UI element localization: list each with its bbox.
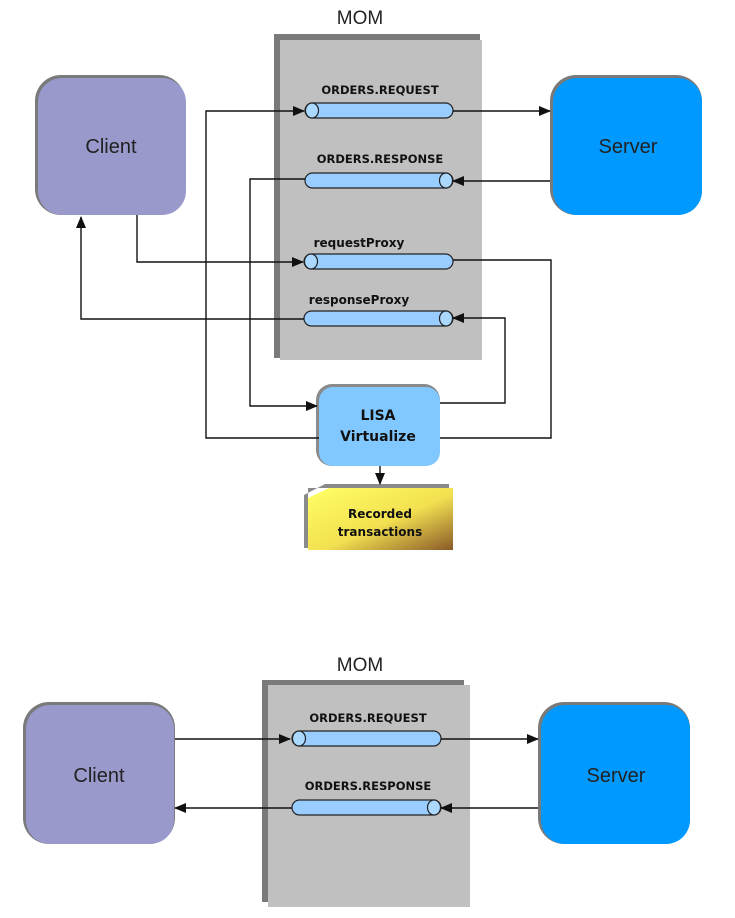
- recorded-label-line1: Recorded: [348, 507, 412, 521]
- queue-label: requestProxy: [314, 236, 405, 250]
- queue-label: ORDERS.REQUEST: [321, 83, 439, 97]
- server-box[interactable]: Server: [538, 702, 690, 844]
- wire-lisa-to-orders-request: [205, 106, 319, 439]
- wire-response-proxy-to-client: [76, 216, 304, 320]
- lisa-label-line2: Virtualize: [340, 429, 416, 445]
- wire-client-to-request-proxy: [136, 215, 304, 267]
- client-label: Client: [73, 765, 125, 787]
- client-box[interactable]: Client: [23, 702, 175, 844]
- server-label: Server: [587, 765, 646, 787]
- queue-label: ORDERS.RESPONSE: [317, 152, 444, 166]
- lisa-virtualize-box[interactable]: LISA Virtualize: [316, 384, 440, 466]
- mom-title: MOM: [337, 8, 383, 29]
- mom-title: MOM: [337, 655, 383, 676]
- queue-orders-response[interactable]: ORDERS.RESPONSE: [291, 779, 442, 816]
- mom-panel: [262, 680, 470, 907]
- connectors: [76, 106, 552, 485]
- wire-lisa-to-response-proxy: [440, 313, 506, 404]
- recorded-label-line2: transactions: [338, 525, 422, 539]
- queue-orders-response[interactable]: ORDERS.RESPONSE: [304, 152, 454, 189]
- virtualized-diagram: MOM Client Server ORDERS.REQUEST ORDERS.…: [35, 8, 702, 550]
- queue-label: ORDERS.REQUEST: [309, 711, 427, 725]
- server-label: Server: [599, 136, 658, 158]
- client-label: Client: [85, 136, 137, 158]
- server-box[interactable]: Server: [550, 75, 702, 215]
- connectors: [174, 734, 539, 813]
- mom-panel: [274, 34, 482, 360]
- queue-response-proxy[interactable]: responseProxy: [303, 293, 454, 327]
- queue-label: responseProxy: [309, 293, 410, 307]
- queue-orders-request[interactable]: ORDERS.REQUEST: [291, 711, 442, 747]
- wire-orders-response-to-lisa: [249, 178, 318, 411]
- queue-label: ORDERS.RESPONSE: [305, 779, 432, 793]
- lisa-label-line1: LISA: [360, 408, 395, 424]
- queue-request-proxy[interactable]: requestProxy: [303, 236, 454, 270]
- client-box[interactable]: Client: [35, 75, 186, 215]
- wire-request-proxy-to-lisa: [440, 259, 552, 439]
- direct-diagram: MOM Client Server ORDERS.REQUEST ORDERS.…: [23, 655, 690, 907]
- recorded-transactions[interactable]: Recorded transactions: [304, 484, 453, 550]
